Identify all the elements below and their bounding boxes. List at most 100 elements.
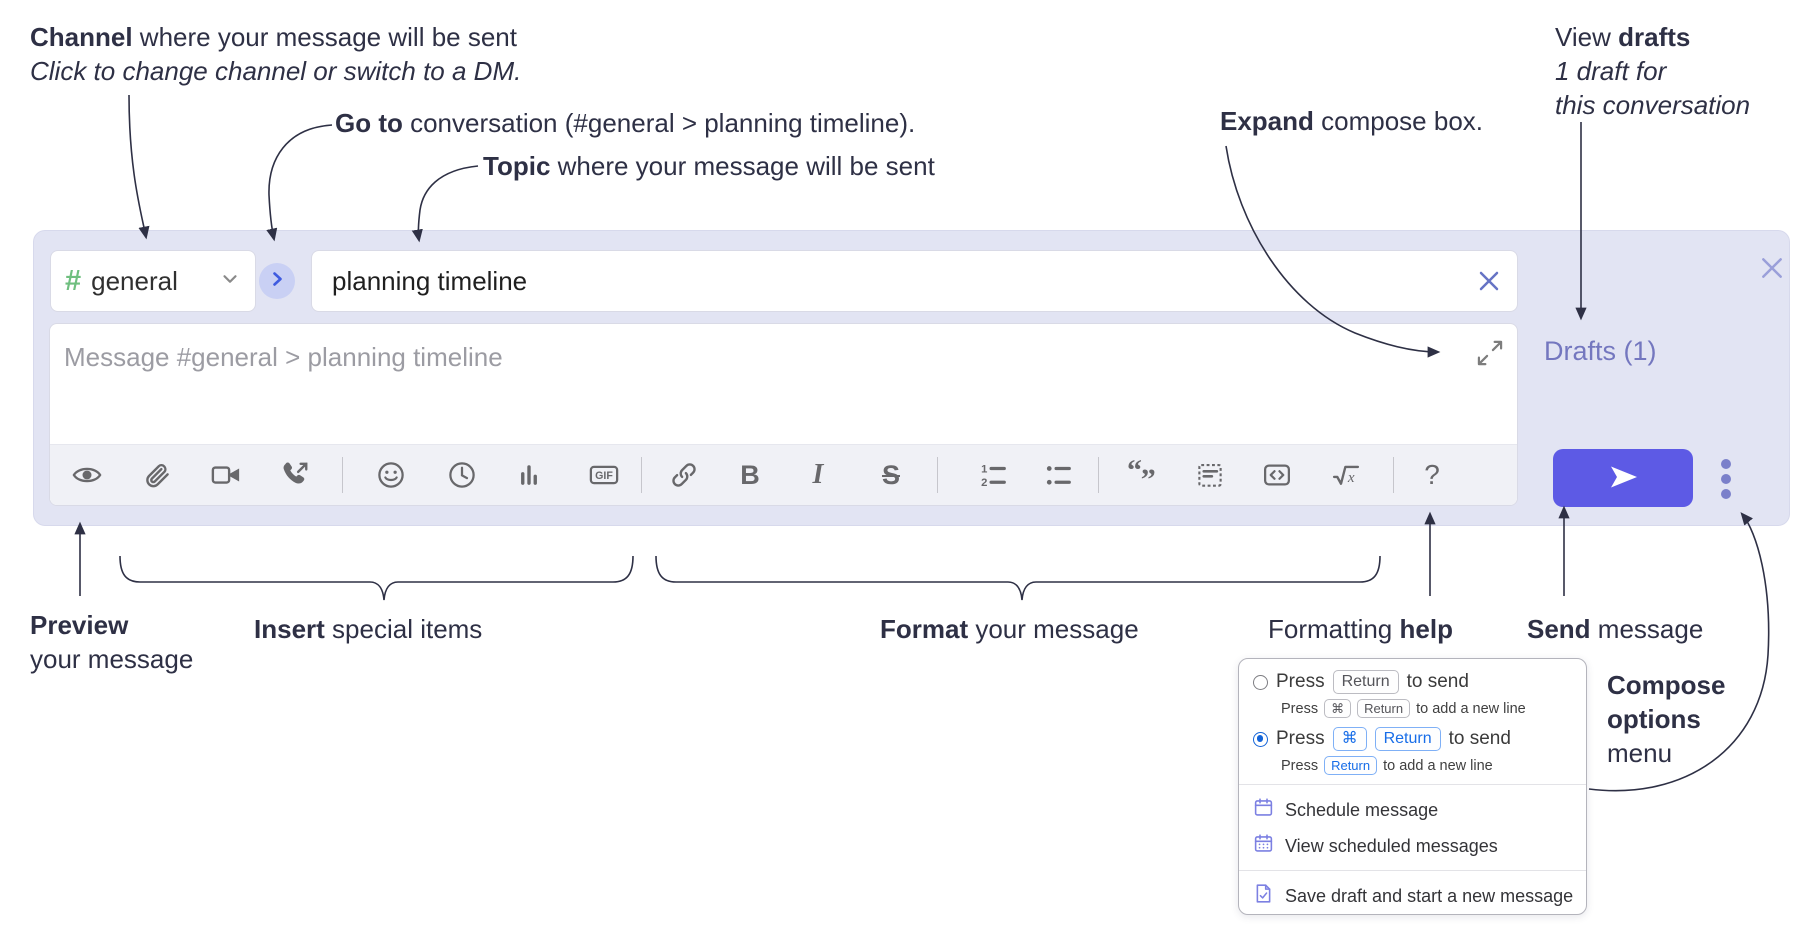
cmd-enter-sends-option[interactable]: Press ⌘ Return to send bbox=[1253, 727, 1572, 751]
compose-options-line2: options bbox=[1607, 704, 1701, 734]
save-draft-item[interactable]: Save draft and start a new message bbox=[1253, 878, 1573, 914]
insert-annotation: Insert special items bbox=[254, 612, 482, 646]
link-icon[interactable] bbox=[664, 455, 704, 495]
help-annotation-bold: help bbox=[1399, 614, 1453, 644]
arrow-to-channel bbox=[128, 94, 150, 240]
compose-box: # general bbox=[33, 230, 1790, 526]
italic-icon[interactable]: I bbox=[812, 459, 824, 490]
topic-input[interactable] bbox=[312, 265, 1469, 297]
document-check-icon bbox=[1253, 883, 1274, 909]
return-keycap: Return bbox=[1332, 670, 1399, 694]
ellipsis-dot bbox=[1721, 474, 1731, 484]
message-area bbox=[50, 324, 1517, 444]
svg-text:“: “ bbox=[1127, 460, 1142, 487]
drafts-annotation-line2: 1 draft for bbox=[1555, 56, 1667, 86]
enter-sends-option[interactable]: Press Return to send bbox=[1253, 670, 1572, 694]
menu-divider bbox=[1239, 870, 1586, 871]
poll-chart-icon[interactable] bbox=[509, 455, 549, 495]
quote-icon[interactable]: “” bbox=[1122, 455, 1162, 495]
channel-name: general bbox=[91, 265, 178, 296]
return-keycap: Return bbox=[1374, 727, 1441, 751]
drafts-annotation-bold: drafts bbox=[1618, 22, 1691, 52]
chevron-down-icon bbox=[219, 268, 241, 295]
clear-topic-icon[interactable] bbox=[1469, 261, 1509, 301]
emoji-icon[interactable] bbox=[371, 455, 411, 495]
compose-options-line3: menu bbox=[1607, 738, 1673, 768]
channel-annotation: Channel where your message will be sent … bbox=[30, 20, 521, 88]
toolbar-divider bbox=[1393, 457, 1394, 493]
compose-options-popup: Press Return to send Press ⌘ Return to a… bbox=[1238, 658, 1587, 915]
compose-options-ellipsis[interactable] bbox=[1706, 459, 1746, 499]
strikethrough-icon[interactable]: S bbox=[881, 459, 900, 490]
ellipsis-dot bbox=[1721, 459, 1731, 469]
bold-icon[interactable]: B bbox=[740, 459, 760, 490]
chevron-right-icon bbox=[267, 269, 287, 294]
topic-annotation-bold: Topic bbox=[483, 151, 551, 181]
code-icon[interactable] bbox=[1257, 455, 1297, 495]
preview-annotation-line2: your message bbox=[30, 644, 194, 674]
svg-text:GIF: GIF bbox=[595, 470, 613, 482]
message-textarea[interactable] bbox=[50, 324, 1517, 444]
format-annotation-rest: your message bbox=[968, 614, 1139, 644]
expand-compose-icon[interactable] bbox=[1473, 336, 1507, 370]
channel-hash-icon: # bbox=[65, 264, 82, 297]
format-annotation: Format your message bbox=[880, 612, 1139, 646]
brace-insert bbox=[119, 555, 634, 601]
option-text: to send bbox=[1406, 671, 1469, 692]
attach-paperclip-icon[interactable] bbox=[137, 455, 177, 495]
expand-annotation-rest: compose box. bbox=[1313, 106, 1484, 136]
close-compose-icon[interactable] bbox=[1754, 250, 1790, 286]
send-annotation: Send message bbox=[1527, 612, 1703, 646]
spoiler-icon[interactable] bbox=[1190, 455, 1230, 495]
ellipsis-dot bbox=[1721, 489, 1731, 499]
gif-icon[interactable]: GIF bbox=[584, 455, 624, 495]
help-annotation: Formatting help bbox=[1268, 612, 1453, 646]
preview-annotation: Preview your message bbox=[30, 608, 193, 676]
channel-selector[interactable]: # general bbox=[50, 250, 256, 312]
compose-options-annotation: Compose options menu bbox=[1607, 668, 1725, 770]
goto-annotation: Go to conversation (#general > planning … bbox=[335, 106, 915, 140]
send-annotation-bold: Send bbox=[1527, 614, 1591, 644]
radio-selected-icon[interactable] bbox=[1253, 731, 1268, 747]
compose-options-line1: Compose bbox=[1607, 670, 1726, 700]
toolbar-divider bbox=[937, 457, 938, 493]
drafts-link[interactable]: Drafts (1) bbox=[1544, 336, 1657, 366]
time-clock-icon[interactable] bbox=[442, 455, 482, 495]
math-icon[interactable]: x bbox=[1326, 455, 1366, 495]
topic-annotation: Topic where your message will be sent bbox=[483, 149, 935, 183]
video-call-icon[interactable] bbox=[206, 455, 246, 495]
goto-annotation-bold: Go to bbox=[335, 108, 403, 138]
menu-divider bbox=[1239, 784, 1586, 785]
svg-text:x: x bbox=[1347, 470, 1355, 486]
drafts-annotation-pre: View bbox=[1555, 22, 1619, 52]
preview-eye-icon[interactable] bbox=[67, 455, 107, 495]
toolbar-divider bbox=[641, 457, 642, 493]
cmd-keycap: ⌘ bbox=[1324, 699, 1352, 718]
expand-annotation: Expand compose box. bbox=[1220, 104, 1483, 138]
view-scheduled-messages-item[interactable]: View scheduled messages bbox=[1253, 828, 1572, 864]
message-box: GIF B I S 12 “” bbox=[49, 323, 1518, 506]
drafts-annotation: View drafts 1 draft for this conversatio… bbox=[1555, 20, 1750, 122]
send-plane-icon bbox=[1606, 461, 1640, 496]
topic-box bbox=[311, 250, 1518, 312]
send-annotation-rest: message bbox=[1590, 614, 1704, 644]
toolbar-divider bbox=[1098, 457, 1099, 493]
help-icon[interactable]: ? bbox=[1424, 459, 1440, 490]
svg-text:2: 2 bbox=[981, 477, 987, 489]
help-annotation-pre: Formatting bbox=[1268, 614, 1400, 644]
go-to-conversation-button[interactable] bbox=[259, 263, 295, 299]
voice-call-icon[interactable] bbox=[275, 455, 315, 495]
radio-unselected-icon[interactable] bbox=[1253, 674, 1268, 690]
cmd-keycap: ⌘ bbox=[1332, 727, 1367, 751]
send-button[interactable] bbox=[1553, 449, 1693, 507]
drafts-annotation-line3: this conversation bbox=[1555, 90, 1751, 120]
option-text: to send bbox=[1448, 728, 1511, 749]
schedule-message-item[interactable]: Schedule message bbox=[1253, 792, 1572, 828]
channel-annotation-line2: Click to change channel or switch to a D… bbox=[30, 56, 522, 86]
svg-text:”: ” bbox=[1141, 463, 1156, 490]
cmd-enter-sends-subtext: Press Return to add a new line bbox=[1281, 756, 1493, 775]
bulleted-list-icon[interactable] bbox=[1038, 455, 1078, 495]
return-keycap: Return bbox=[1357, 699, 1411, 718]
